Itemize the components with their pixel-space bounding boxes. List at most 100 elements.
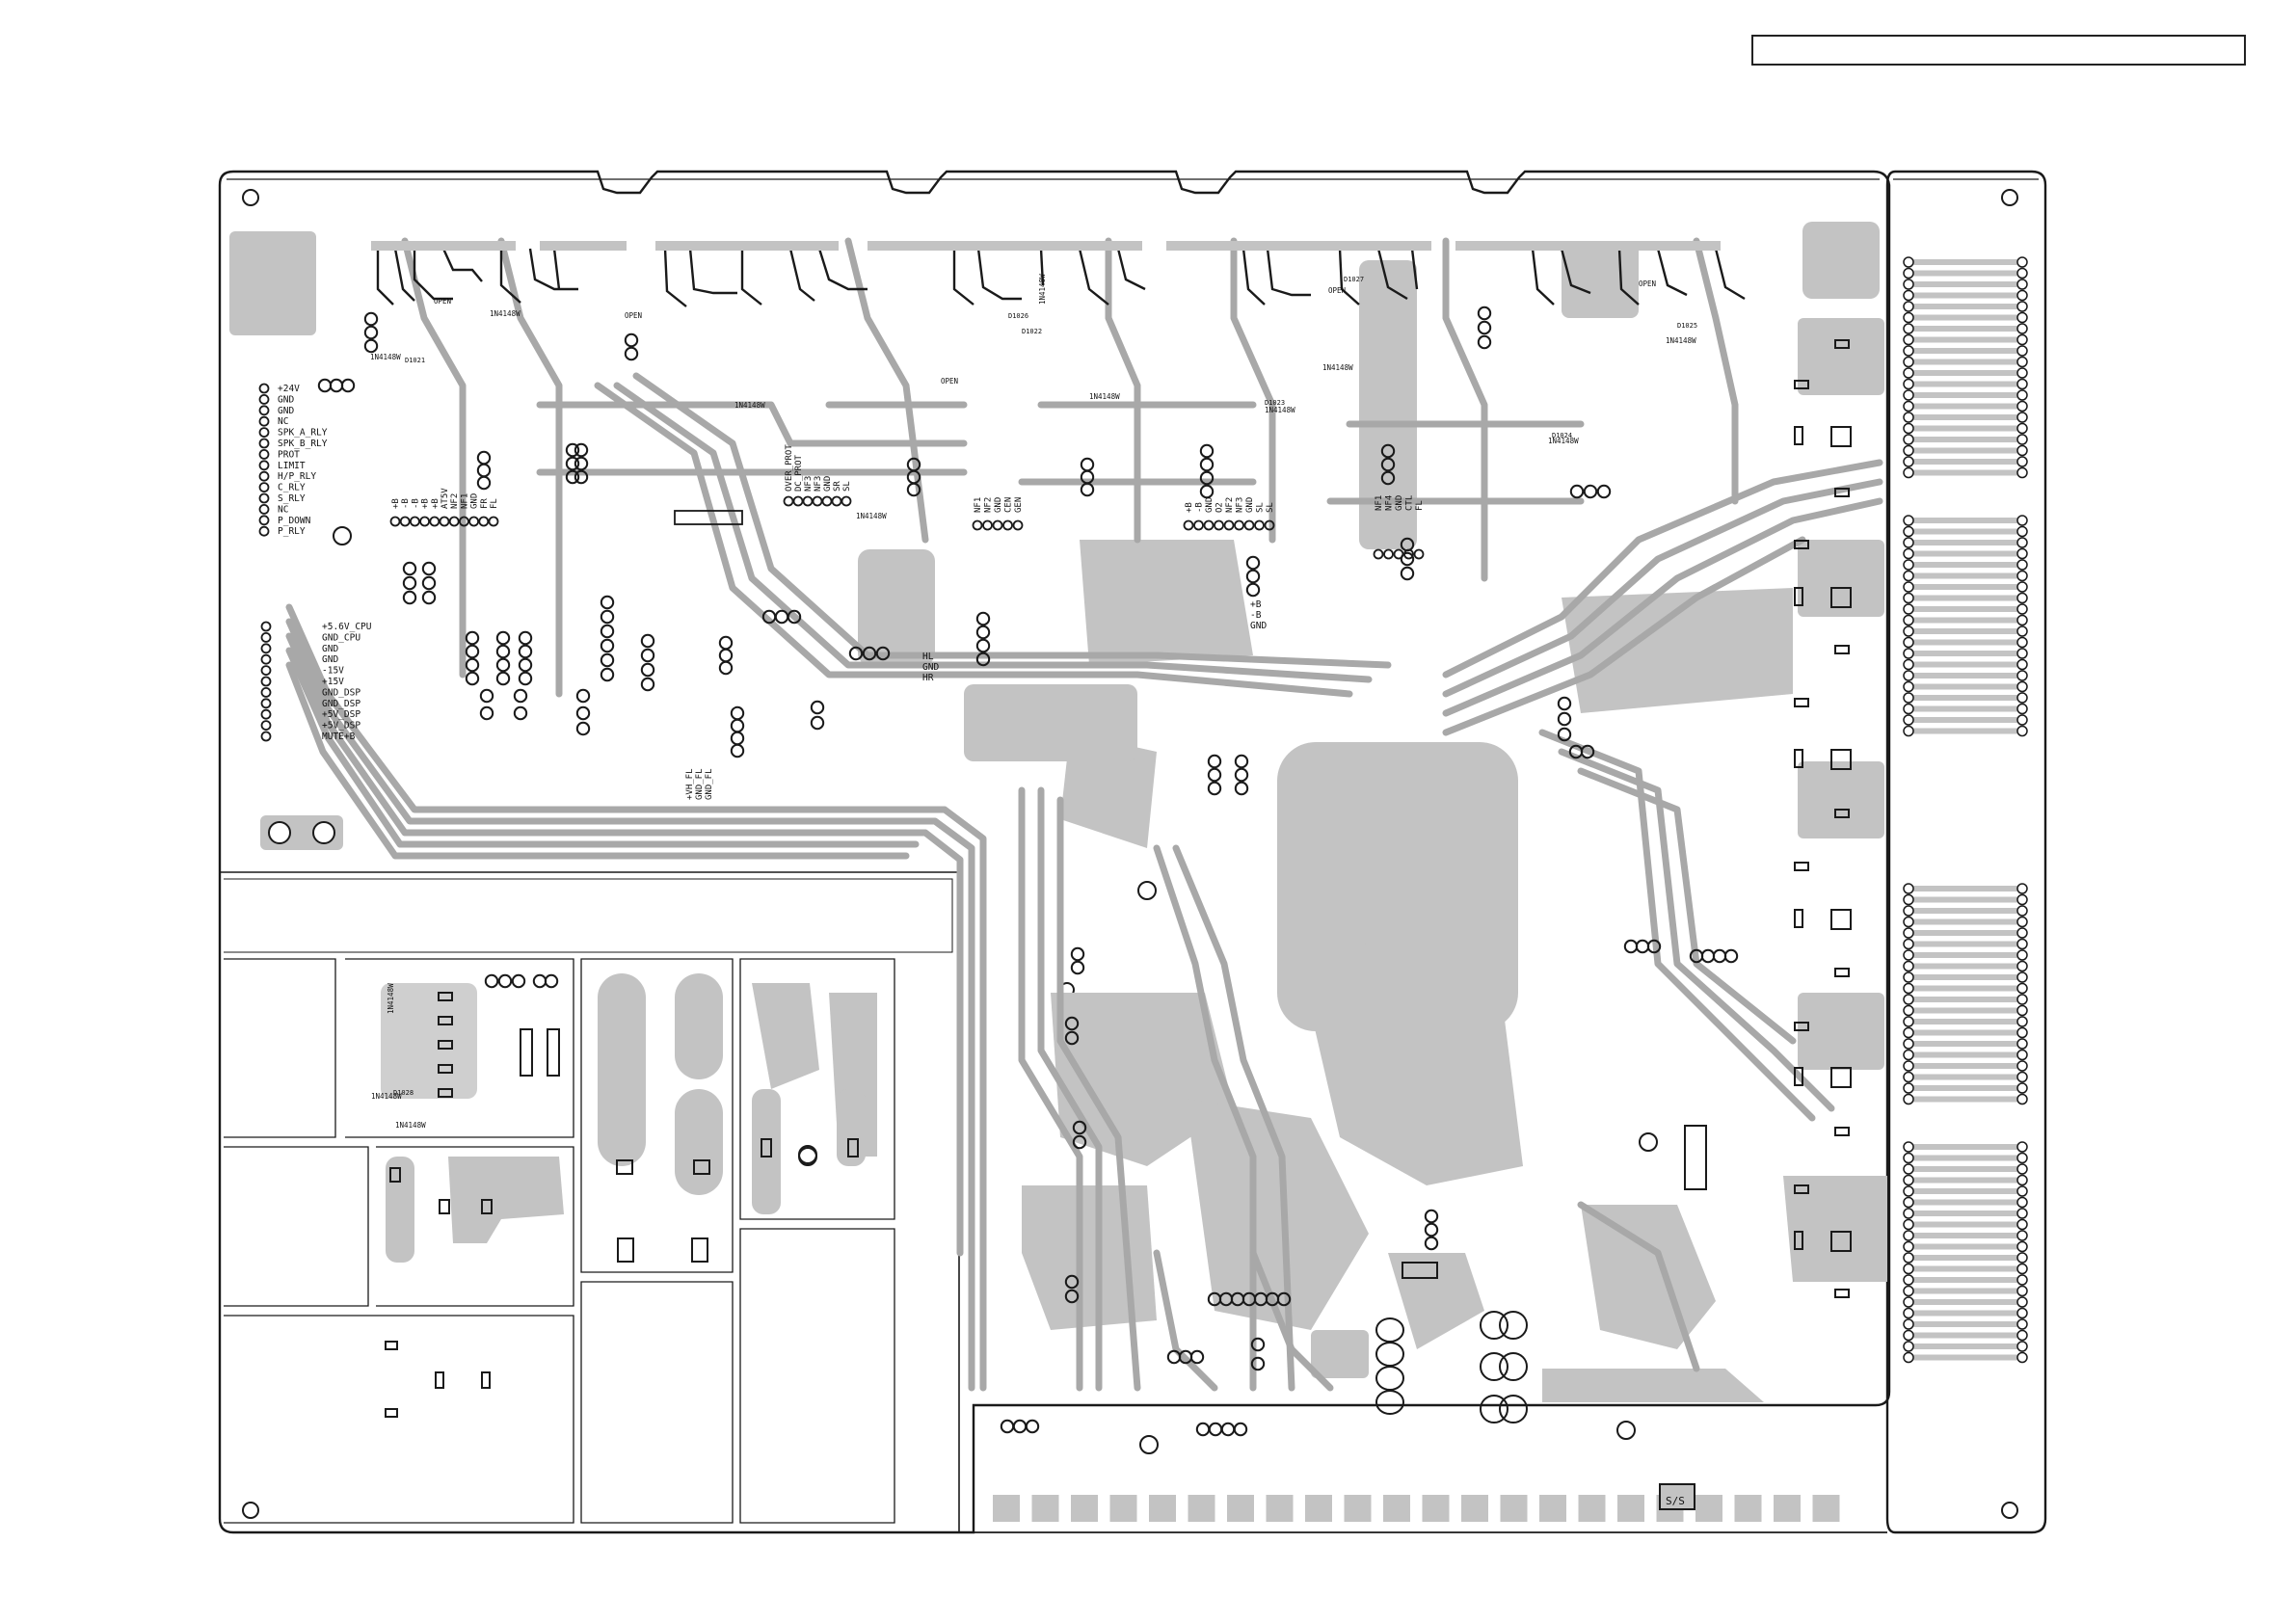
header-pin-pad bbox=[260, 720, 272, 731]
edge-finger-pad bbox=[1903, 1208, 1914, 1219]
via-pad bbox=[1250, 1337, 1266, 1352]
via-pad bbox=[1072, 1134, 1087, 1150]
edge-finger-pad bbox=[1903, 905, 1914, 917]
right-edge-connector bbox=[1903, 256, 2028, 1364]
square-pad bbox=[1830, 587, 1852, 608]
via-pad bbox=[1646, 939, 1662, 954]
via-pad bbox=[730, 731, 745, 746]
top-signal-traces bbox=[376, 248, 1746, 307]
header-pin-pad bbox=[1203, 519, 1215, 531]
edge-finger-pad bbox=[1903, 1230, 1914, 1241]
header-pin-pad bbox=[831, 495, 842, 507]
edge-finger-pad bbox=[1903, 1341, 1914, 1352]
via-pad bbox=[574, 469, 589, 485]
edge-finger-pad bbox=[2016, 1071, 2028, 1083]
via-pad bbox=[476, 463, 492, 478]
header-pin-pad bbox=[258, 427, 270, 439]
edge-finger-pad bbox=[1903, 356, 1914, 368]
via-pad bbox=[1400, 551, 1415, 567]
via-pad bbox=[1072, 1120, 1087, 1135]
edge-finger-pad bbox=[1903, 256, 1914, 268]
bottom-edge-pad bbox=[1500, 1495, 1528, 1522]
edge-finger-pad bbox=[2016, 1274, 2028, 1286]
edge-finger-pad bbox=[1903, 1152, 1914, 1164]
via-pad bbox=[1557, 727, 1572, 742]
smd-pad bbox=[1834, 339, 1850, 349]
header-pin-pad bbox=[478, 516, 490, 527]
connector-pin-label: P_DOWN bbox=[278, 516, 311, 526]
via-pad bbox=[730, 705, 745, 721]
stack-label: HR bbox=[922, 673, 934, 683]
connector-pin-label: -B bbox=[1195, 502, 1205, 513]
via-pad bbox=[479, 705, 494, 721]
via-pad bbox=[402, 590, 417, 605]
via-pad bbox=[1080, 482, 1095, 497]
via-pad bbox=[518, 644, 533, 659]
edge-finger-pad bbox=[1903, 703, 1914, 715]
edge-finger-pad bbox=[1903, 592, 1914, 604]
via-pad bbox=[1400, 566, 1415, 581]
connector-pin-label: GND bbox=[322, 644, 338, 654]
diode-labels: 1N4148W1N4148W1N4148W1N4148W1N4148W1N414… bbox=[370, 274, 1696, 1130]
edge-finger-pad bbox=[2016, 714, 2028, 726]
smd-pad bbox=[1794, 862, 1809, 871]
via-pad bbox=[1234, 767, 1249, 783]
edge-finger-pad bbox=[2016, 994, 2028, 1005]
bottom-edge-pad bbox=[1305, 1495, 1332, 1522]
diode-part-label: 1N4148W bbox=[1089, 392, 1120, 401]
connector-pin-label: NF1 bbox=[1375, 495, 1384, 511]
connector-pin-label: NF1 bbox=[460, 493, 469, 509]
smd-pad bbox=[1794, 1231, 1803, 1250]
edge-finger-pad bbox=[1903, 537, 1914, 548]
header-pin-pad bbox=[802, 495, 814, 507]
via-pad bbox=[975, 652, 991, 667]
header-pin-pad bbox=[258, 448, 270, 460]
edge-finger-pad bbox=[1903, 1060, 1914, 1072]
header-pin-pad bbox=[1383, 548, 1394, 560]
connector-pin-label: NF4 bbox=[1385, 495, 1395, 511]
via-pad bbox=[1199, 457, 1215, 472]
via-pad bbox=[640, 648, 655, 663]
via-pad bbox=[465, 644, 480, 659]
connector-pin-label: SL bbox=[842, 481, 852, 492]
diode-part-label: 1N4148W bbox=[395, 1121, 426, 1130]
connector-pin-label: GEN bbox=[1014, 497, 1024, 513]
edge-finger-pad bbox=[2016, 949, 2028, 961]
via-pad bbox=[1424, 1236, 1439, 1251]
via-pad bbox=[906, 482, 921, 497]
connector-pin-label: GND bbox=[278, 394, 294, 405]
connector-pin-label: GND bbox=[1205, 497, 1215, 513]
connector-left-top-labels: +24VGNDGNDNCSPK_A_RLYSPK_B_RLYPROTLIMITH… bbox=[258, 383, 328, 537]
smd-pad bbox=[1834, 1289, 1850, 1298]
header-pin-pad bbox=[258, 470, 270, 482]
edge-finger-pad bbox=[1903, 1049, 1914, 1061]
via-pad bbox=[1245, 555, 1261, 571]
via-pad bbox=[1234, 754, 1249, 769]
edge-finger-pad bbox=[1903, 1082, 1914, 1094]
header-pin-pad bbox=[409, 516, 420, 527]
edge-finger-pad bbox=[2016, 412, 2028, 423]
via-pad bbox=[1207, 781, 1222, 796]
edge-finger-pad bbox=[1903, 389, 1914, 401]
part-ref-label: D1022 bbox=[1022, 328, 1042, 335]
square-pad bbox=[1830, 426, 1852, 447]
via-pad bbox=[544, 973, 559, 989]
header-pin-pad bbox=[439, 516, 450, 527]
header-pin-pad bbox=[258, 415, 270, 427]
header-pin-pad bbox=[992, 519, 1003, 531]
header-pin-pad bbox=[1264, 519, 1275, 531]
edge-finger-pad bbox=[1903, 547, 1914, 560]
edge-finger-pad bbox=[2016, 1016, 2028, 1027]
edge-finger-pad bbox=[1903, 1263, 1914, 1275]
edge-finger-pad bbox=[1903, 971, 1914, 983]
header-pin-pad bbox=[258, 393, 270, 405]
via-pad bbox=[465, 657, 480, 673]
bottom-edge-pad bbox=[1109, 1495, 1137, 1522]
header-pin-pad bbox=[1183, 519, 1194, 531]
via-pad bbox=[730, 718, 745, 733]
via-pad bbox=[1064, 1016, 1080, 1031]
edge-finger-pad bbox=[2016, 289, 2028, 302]
via-pad bbox=[575, 688, 591, 704]
